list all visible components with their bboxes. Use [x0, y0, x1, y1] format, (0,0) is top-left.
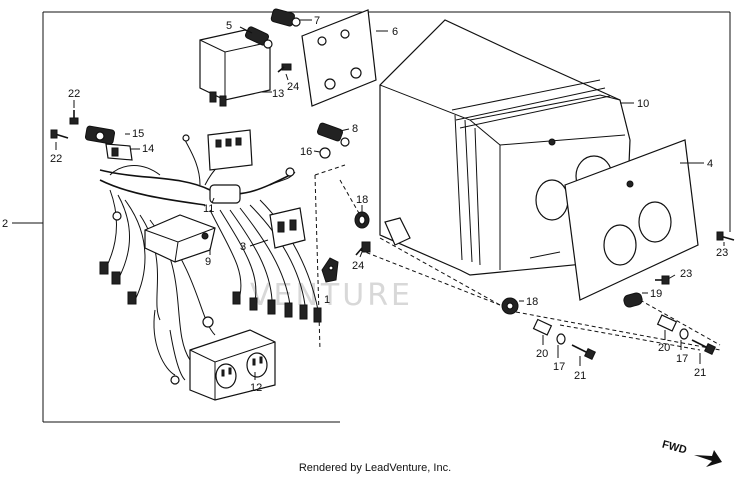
grommet-18-lower — [501, 297, 519, 315]
callout-12: 12 — [250, 382, 262, 394]
callout-23-right: 23 — [716, 247, 728, 259]
screw-22-lower — [50, 129, 69, 139]
screw-24-upper — [277, 63, 292, 73]
terminal-block — [207, 129, 253, 204]
washer-17-right — [679, 328, 689, 340]
harness-assembly-bracket — [12, 11, 731, 423]
callout-6: 6 — [392, 26, 398, 38]
callout-23-lower: 23 — [680, 268, 692, 280]
switch-holder-14 — [105, 143, 133, 161]
callout-18-lower: 18 — [526, 296, 538, 308]
callout-8: 8 — [352, 123, 358, 135]
switch-part-7 — [270, 8, 301, 27]
grommet-part-19 — [623, 292, 643, 308]
watermark-text: VENTURE — [250, 278, 413, 313]
callout-17-right: 17 — [676, 353, 688, 365]
callout-4: 4 — [707, 158, 713, 170]
grommet-18-upper — [354, 211, 370, 229]
spacer-20-right — [656, 314, 678, 332]
bolt-21-right — [691, 339, 716, 355]
callout-3: 3 — [240, 241, 246, 253]
callout-11: 11 — [203, 203, 214, 215]
forward-label: FWD — [661, 439, 688, 457]
callout-21-left: 21 — [574, 370, 586, 382]
callout-1: 1 — [324, 294, 330, 306]
control-module-9 — [144, 214, 216, 263]
screw-23-lower — [655, 275, 670, 285]
callout-24-lower: 24 — [352, 260, 364, 272]
callout-17-left: 17 — [553, 361, 565, 373]
callout-13: 13 — [272, 88, 284, 100]
o-ring — [319, 147, 331, 159]
callout-16: 16 — [300, 146, 312, 158]
grommet-part-1 — [321, 257, 339, 283]
switch-part-8 — [317, 122, 350, 147]
callout-20-right: 20 — [658, 342, 670, 354]
callout-labels: 1 2 3 4 5 6 7 8 9 10 11 12 13 14 15 16 1… — [2, 15, 728, 394]
callout-2: 2 — [2, 218, 8, 230]
callout-14: 14 — [142, 143, 154, 155]
callout-22-lower: 22 — [50, 153, 62, 165]
washer-17-left — [556, 333, 566, 345]
screw-23-right — [716, 231, 735, 241]
forward-arrow-icon — [694, 450, 722, 467]
callout-5: 5 — [226, 20, 232, 32]
credit-line: Rendered by LeadVenture, Inc. — [298, 462, 452, 474]
callout-9: 9 — [205, 256, 211, 268]
switch-part-15 — [84, 125, 116, 145]
spacer-20-left — [532, 318, 553, 336]
callout-15: 15 — [132, 128, 144, 140]
callout-18-upper: 18 — [356, 194, 368, 206]
callout-24-upper: 24 — [287, 81, 299, 93]
screw-22-upper — [69, 110, 79, 125]
receptacle-outlet — [189, 329, 276, 401]
switch-part-5 — [244, 26, 273, 49]
callout-20-left: 20 — [536, 348, 548, 360]
circuit-breaker — [269, 207, 306, 249]
callout-21-right: 21 — [694, 367, 706, 379]
gasket-plate — [301, 9, 377, 107]
guide-lines — [314, 164, 721, 351]
callout-10: 10 — [637, 98, 649, 110]
leader-lines — [55, 19, 725, 380]
bolt-21-left — [571, 344, 596, 360]
callout-22-upper: 22 — [68, 88, 80, 100]
screw-24-lower — [355, 241, 371, 256]
callout-7: 7 — [314, 15, 320, 27]
callout-19: 19 — [650, 288, 662, 300]
front-panel — [564, 139, 699, 301]
